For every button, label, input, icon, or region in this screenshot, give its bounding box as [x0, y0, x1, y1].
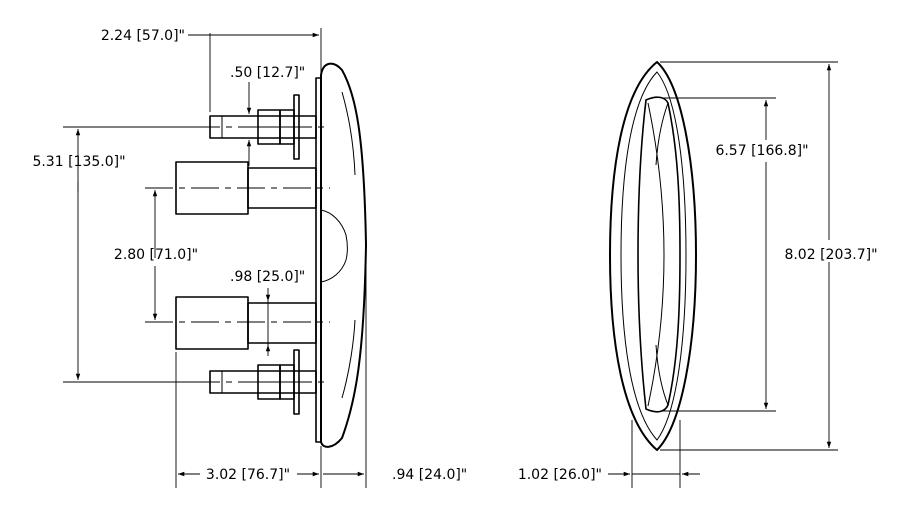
dimension-stud-diameter: .50 [12.7]": [230, 65, 305, 166]
dim-label-overall-length: 8.02 [203.7]": [784, 247, 877, 263]
dim-label-stud-diameter: .50 [12.7]": [230, 65, 305, 81]
front-view: 6.57 [166.8]" 8.02 [203.7]" 1.02 [26.0]": [518, 61, 878, 488]
dimension-post-diameter: .98 [25.0]": [230, 269, 305, 356]
dimension-post-spacing: 2.80 [71.0]": [114, 190, 198, 320]
dim-label-opening-length: 6.57 [166.8]": [715, 143, 808, 159]
dimension-width: 1.02 [26.0]": [518, 420, 700, 488]
dim-label-overall-depth: 2.24 [57.0]": [101, 28, 185, 44]
dim-label-post-spacing: 2.80 [71.0]": [114, 247, 198, 263]
dim-label-stud-spacing: 5.31 [135.0]": [32, 154, 125, 170]
dim-label-body-depth: .94 [24.0]": [392, 467, 467, 483]
side-centerlines: [145, 126, 330, 383]
dimension-opening-length: 6.57 [166.8]": [662, 97, 809, 412]
side-view: 2.24 [57.0]" .50 [12.7]" 5.31 [135.0]" 2…: [32, 28, 467, 488]
dimension-overall-length: 8.02 [203.7]": [660, 61, 878, 451]
dim-label-width: 1.02 [26.0]": [518, 467, 602, 483]
cleat-outline: [609, 61, 697, 451]
dimension-overall-depth: 2.24 [57.0]": [101, 28, 322, 112]
dim-label-post-diameter: .98 [25.0]": [230, 269, 305, 285]
dimension-stud-spacing: 5.31 [135.0]": [32, 126, 206, 383]
dimension-body-depth: .94 [24.0]": [323, 252, 467, 488]
dim-label-post-length: 3.02 [76.7]": [206, 467, 290, 483]
lower-post: [175, 296, 317, 350]
dimension-post-length: 3.02 [76.7]": [175, 352, 322, 488]
cleat-body: [320, 62, 367, 448]
